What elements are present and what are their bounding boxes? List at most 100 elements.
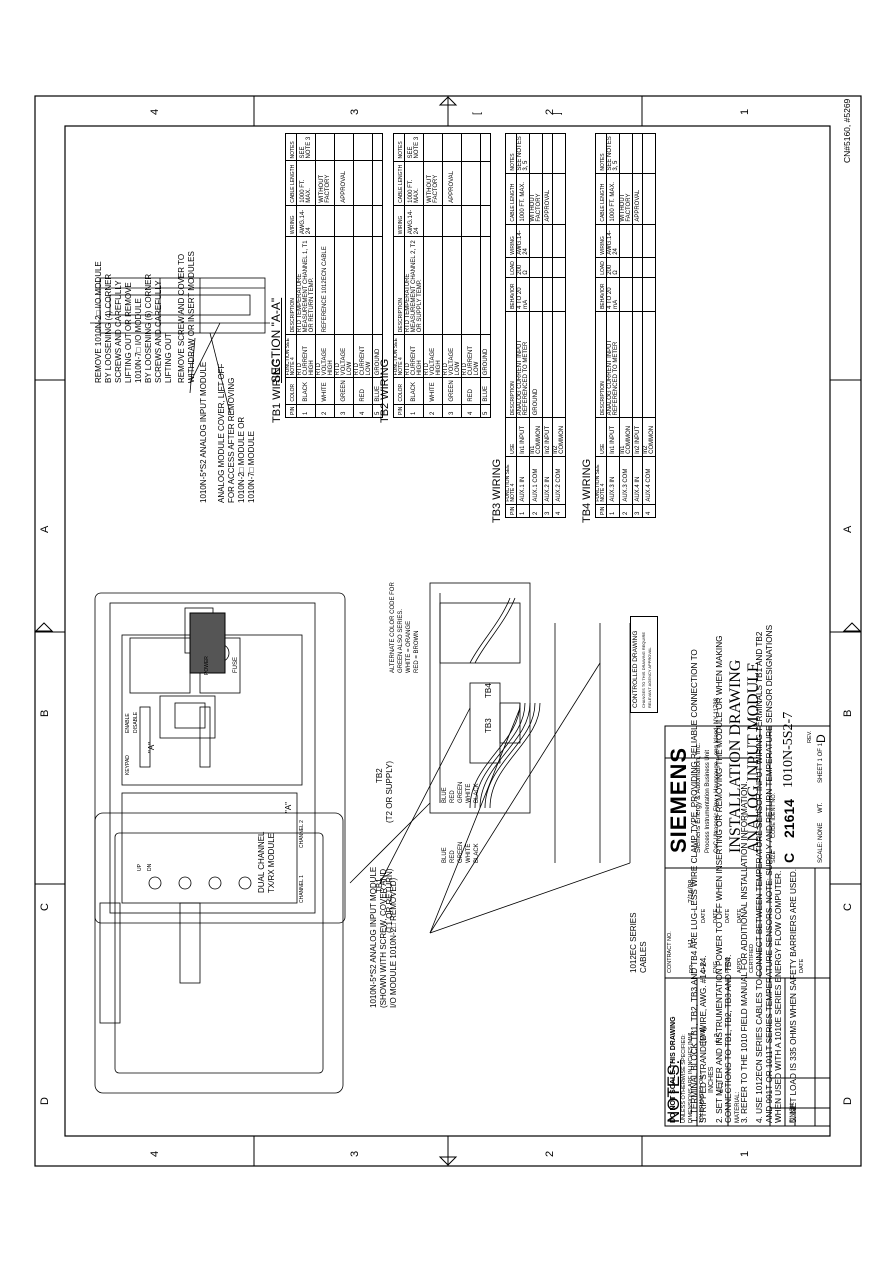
controlled-3: RELEVANT AGENCY APPROVAL [647,647,652,708]
tolerance-3: TOLERANCES ON:- [699,1072,705,1123]
code-label: CODE IDENT NO. [771,792,777,838]
a-mark-2: "A" [284,801,293,813]
keypad-label: KEYPAD [125,755,131,775]
analog-module-callout: 1010N-5*S2 ANALOG INPUT MODULE [199,361,208,503]
dn-label-1: DN [147,863,153,871]
remove-io-7: SCREWS AND CAREFULLY [154,280,163,383]
tol-head-mm: [MM] [700,1027,707,1043]
cables-label-1: 1012EC SERIES [629,912,638,973]
a-mark-1: "A" [147,741,156,753]
remove-io-5: 1010N-7□ I/O MODULE [134,298,143,383]
analog-cover-2: FOR ACCESS AFTER REMOVING [227,377,236,503]
analog-cover-1: ANALOG MODULE COVER, LIFT OFF [217,363,226,503]
size-value: C [781,852,797,863]
controlled-2: CHANGES TO THIS DRAWING REQUIRE [641,631,646,708]
wire-color-blue-2: BLUE [442,847,448,863]
wire-color-red-2: RED [450,850,456,863]
analog-cover-3: 1010N-2□ MODULE OR [237,416,246,503]
wire-color-black-1: BLACK [474,783,480,803]
remove-io-6: BY LOOSENING (6) CORNER [144,273,153,383]
date-label-1: DATE [701,908,707,923]
company-line-2: Process Instrumentation Business Unit [705,749,711,853]
rev-label: REV. [807,730,813,743]
analog-cover-4: 1010N-7□ MODULE [247,431,256,503]
tol-head-inches: INCHES [708,1066,715,1093]
svg-text:]: ] [552,112,563,115]
tol-val-mm: ± 2 [714,1033,721,1043]
code-value: 21614 [781,799,797,838]
channel2-label: CHANNEL 2 [299,820,305,848]
role-certified: CERTIFIED [749,944,755,973]
shown-with-2: (SHOWN WITH SCREW, COVER AND [379,868,388,1008]
shown-with-1: 1010N-5*S2 ANALOG INPUT MODULE [369,866,378,1008]
dual-channel-label-2: TX/RX MODULE [267,832,276,893]
drawing-number: 1010N-5S2-7 [781,711,796,788]
controlled-1: CONTROLLED DRAWING [632,630,639,708]
company-line-3: CoC Ultrasonic Flow • Hauppauge, Long Is… [714,698,720,853]
remove-screw-1: REMOVE SCREW AND COVER TO [177,253,186,383]
role-dr: DR [689,965,695,973]
wire-color-green-1: GREEN [458,781,464,803]
wire-color-white-2: WHITE [466,843,472,863]
sheet-label: SHEET 1 OF 1 [818,743,824,783]
tb2-title: TB2 WIRING [379,358,391,423]
alt-color-2: GREEN ALSO SERIES. [398,608,404,673]
svg-text:[: [ [472,112,483,115]
tb3-board-label: TB3 [484,718,493,733]
role-chk: CHK [701,961,707,973]
dr-date: 7/16/98 [688,879,695,903]
remove-io-8: LIFTING OUT [164,333,173,383]
date-label-3: DATE [725,908,731,923]
tb1-title: TB1 WIRING [271,358,283,423]
tb2-callout: TB2 [375,768,384,783]
drawing-title-2: ANALOG INPUT MODULE [745,662,762,853]
role-appd: APPD [737,958,743,973]
wt-label: WT. [818,802,824,813]
remove-screw-2: WITHDRAW OR INSERT MODULES [187,251,196,383]
tb3-title: TB3 WIRING [491,458,503,523]
tolerance-2: DIMENSIONS ARE IN INCHES [MM] [688,1032,694,1123]
remove-io-3: SCREWS AND CAREFULLY [114,280,123,383]
date-label-2: DATE [713,908,719,923]
company-logo: SIEMENS [666,746,691,853]
up-label-1: UP [137,864,143,871]
company-line-1: Siemens Energy & Automation, Inc. [695,742,702,853]
power-label: POWER [204,656,210,675]
tb2-sub-callout: (T2 OR SUPPLY) [385,760,394,823]
tb4-title: TB4 WIRING [581,458,593,523]
enable-label: ENABLE [125,713,131,733]
contract-label: CONTRACT NO. [667,931,673,973]
date-label-4: DATE [737,908,743,923]
wire-color-red-1: RED [450,790,456,803]
alt-color-3: WHITE = ORANGE [406,620,412,673]
channel1-label: CHANNEL 1 [299,875,305,903]
drawing-title-1: INSTALLATION DRAWING [727,659,744,853]
shown-with-3: I/O MODULE 1010N-2□ REMOVED) [389,877,398,1008]
remove-io-1: REMOVE 1010N-2□ I/O MODULE [94,261,103,383]
